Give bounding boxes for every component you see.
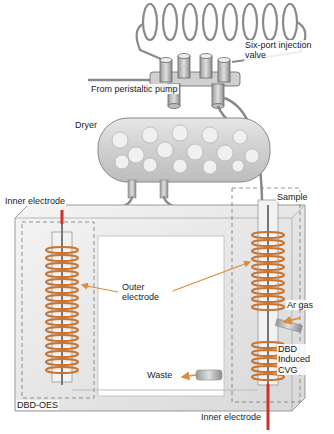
electrode-label: Inner electrode [200,412,262,422]
outlet-label: Waste [146,370,173,380]
section-label: DBD Induced CVG [277,344,331,375]
electrode-label: Outer electrode [121,282,173,303]
inlet-label: Ar gas [286,300,314,310]
section-label: DBD-OES [16,400,59,410]
dryer [98,118,270,198]
inlet-label: Sample [276,192,309,202]
inlet-label: From peristaltic pump [90,84,179,94]
outer-electrode-coil [46,247,78,373]
part-label: Six-port injection valve [244,40,328,61]
electrode-label: Inner electrode [4,196,66,206]
part-label: Dryer [74,120,98,130]
